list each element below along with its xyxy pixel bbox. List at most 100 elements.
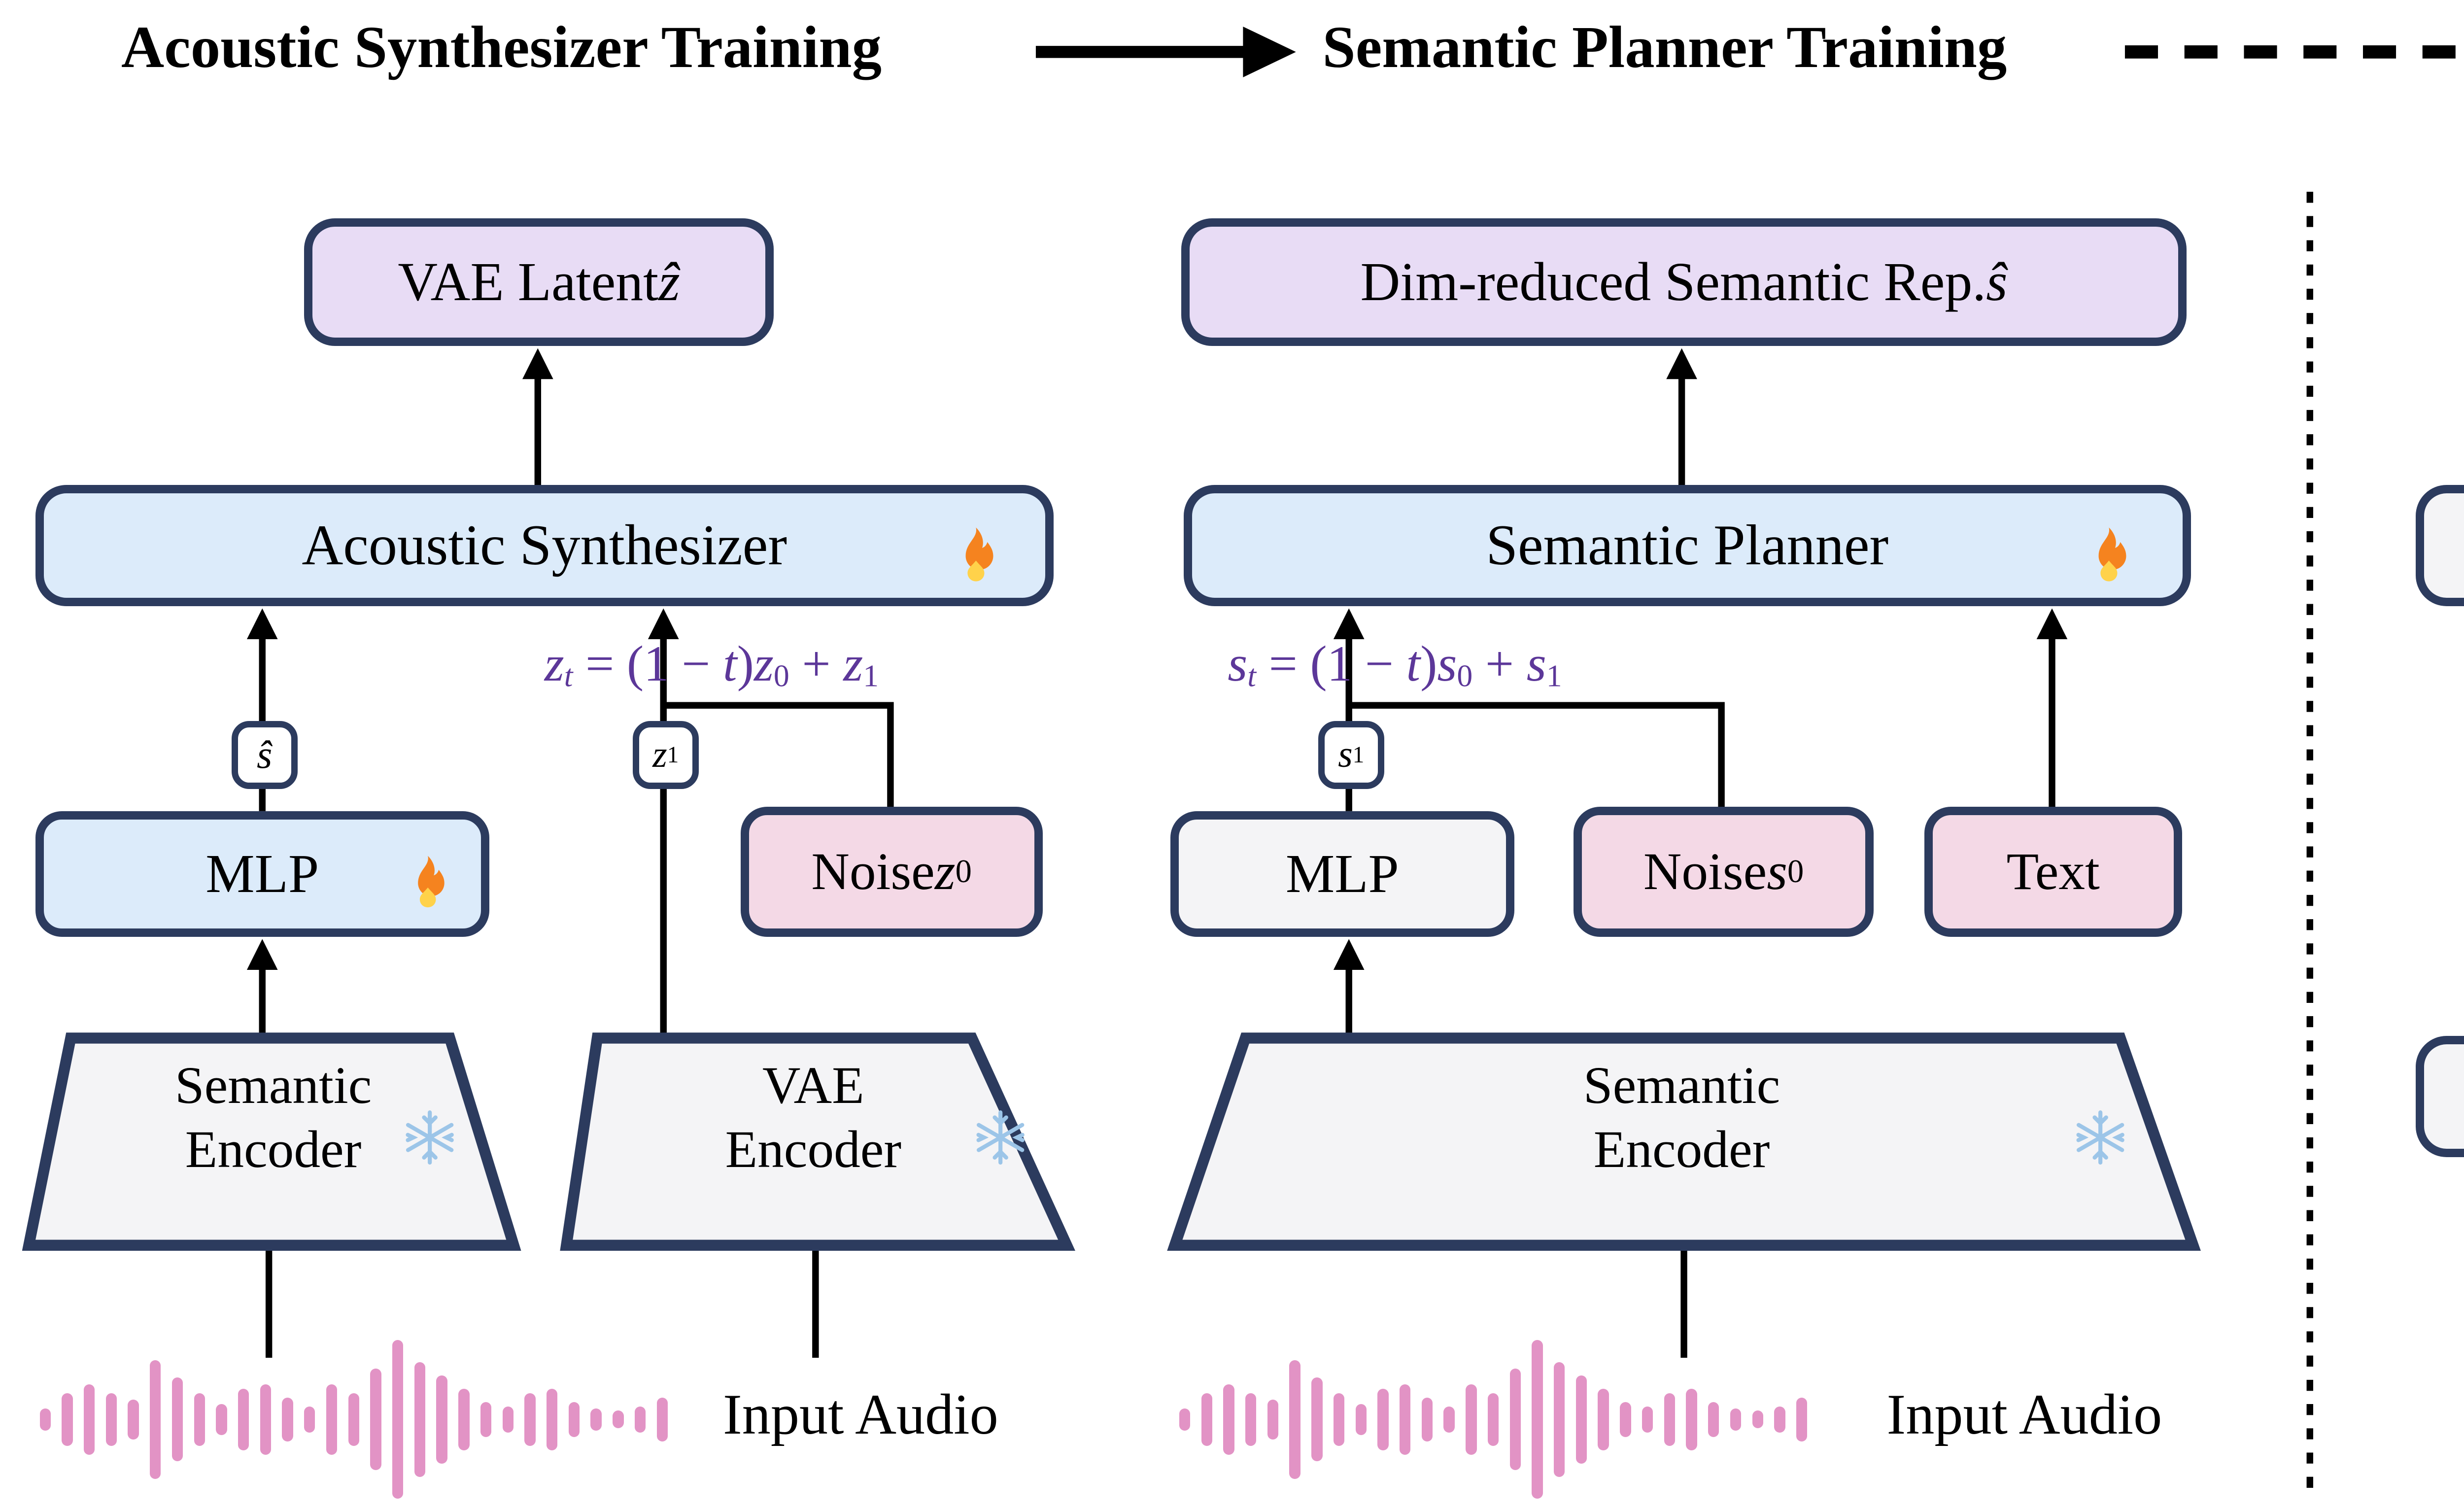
flow-formula-s: st = (1 − t)s0 + s1	[1228, 635, 1562, 694]
mlp-box-mid: MLP	[1170, 811, 1514, 937]
waveform-bar	[1575, 1375, 1587, 1464]
waveform-bar	[502, 1406, 513, 1433]
fire-icon	[404, 853, 452, 912]
arrowhead	[522, 348, 553, 379]
waveform-bar	[480, 1402, 492, 1438]
waveform-bar	[568, 1402, 580, 1438]
waveform-bar	[1443, 1406, 1455, 1433]
waveform-bar	[1642, 1406, 1653, 1433]
waveform-bar	[1311, 1377, 1323, 1462]
waveform-bar	[1400, 1384, 1411, 1455]
waveform-bar	[105, 1393, 117, 1446]
waveform-bar	[1201, 1393, 1212, 1446]
waveform-bar	[1774, 1406, 1785, 1433]
waveform-bar	[1708, 1402, 1719, 1438]
text-segment: 0	[773, 658, 789, 693]
flow-formula-z: zt = (1 − t)z0 + z1	[545, 635, 879, 694]
waveform-bar	[260, 1384, 272, 1455]
text-segment: 0	[1787, 853, 1804, 890]
snowflake-icon	[401, 1109, 458, 1166]
waveform-bar	[150, 1360, 161, 1479]
text-segment: = (1 −	[573, 636, 723, 692]
waveform-bar	[1752, 1410, 1763, 1429]
semantic-encoder-trapezoid-mid	[1167, 1032, 2201, 1251]
encoder-line2: Encoder	[1593, 1120, 1770, 1179]
waveform-bar	[62, 1393, 73, 1446]
snowflake-icon	[2072, 1109, 2129, 1166]
text-segment: +	[1472, 636, 1527, 692]
waveform-bar	[1509, 1369, 1521, 1471]
waveform-bar	[1487, 1393, 1499, 1446]
text-segment: 1	[667, 742, 679, 768]
text-segment: ŝ	[257, 732, 273, 777]
text-segment: z	[934, 842, 956, 901]
input-audio-label-left: Input Audio	[723, 1383, 998, 1447]
semantic-encoder-trapezoid-left	[22, 1032, 521, 1251]
encoder-line1: Semantic	[1583, 1056, 1780, 1115]
semantic-encoder-label-left: Semantic Encoder	[22, 1054, 525, 1181]
waveform-bar	[171, 1377, 183, 1462]
text-segment: 1	[863, 658, 879, 693]
middle-panel-arrowheads	[1333, 348, 2068, 970]
waveform-bar	[1421, 1397, 1433, 1442]
waveform-bar	[392, 1340, 404, 1499]
semantic-planner-box-right: Semantic Planner	[2415, 1036, 2464, 1158]
waveform-bar	[1466, 1384, 1477, 1455]
text-segment: Noise	[811, 842, 935, 901]
semantic-planner-box-mid: Semantic Planner	[1183, 484, 2191, 606]
text-segment: s	[1767, 842, 1787, 901]
waveform-bar	[590, 1408, 602, 1431]
text-segment: t	[564, 658, 573, 693]
encoder-line2: Encoder	[185, 1120, 362, 1179]
waveform-bar	[634, 1406, 646, 1433]
text-segment: )	[1420, 636, 1437, 692]
semantic-planner-label: Semantic Planner	[1486, 513, 1889, 577]
waveform-bar	[1245, 1393, 1257, 1446]
waveform-bar	[1267, 1400, 1279, 1440]
waveform-bar	[1355, 1404, 1367, 1435]
waveform-bar	[1730, 1408, 1742, 1431]
line-noise-z0-elbow	[663, 702, 894, 807]
left-panel-lines	[259, 377, 894, 1358]
waveform-bar	[414, 1362, 426, 1477]
encoder-line1: VAE	[762, 1056, 864, 1115]
waveform-bar	[1796, 1397, 1808, 1442]
waveform-bar	[458, 1388, 470, 1450]
text-segment: z	[652, 734, 667, 776]
text-segment: = (1 −	[1256, 636, 1406, 692]
text-segment: 1	[1352, 742, 1365, 768]
left-panel-arrowheads	[246, 348, 679, 970]
vae-encoder-label: VAE Encoder	[551, 1054, 1075, 1181]
text-segment: )	[737, 636, 754, 692]
encoder-line1: Semantic	[174, 1056, 372, 1115]
waveform-bar	[39, 1408, 51, 1431]
waveform-bar	[1664, 1393, 1675, 1446]
waveform-bar	[326, 1384, 338, 1455]
waveform-bar	[1333, 1393, 1345, 1446]
input-audio-waveform-left	[39, 1336, 668, 1503]
arrowhead	[246, 939, 278, 970]
legend-acoustic-training: Acoustic Synthesizer Training	[121, 14, 882, 80]
waveform-bar	[348, 1393, 359, 1446]
waveform-bar	[436, 1375, 447, 1464]
fire-icon	[951, 524, 1001, 586]
dim-reduced-rep-box: Dim-reduced Semantic Rep. ŝ	[1181, 218, 2187, 346]
arrowhead	[1333, 608, 1365, 640]
acoustic-synthesizer-box-left: Acoustic Synthesizer	[35, 484, 1054, 606]
waveform-bar	[1223, 1384, 1234, 1455]
text-segment: z	[753, 636, 774, 692]
mlp-label: MLP	[205, 843, 319, 904]
text-segment: z	[843, 636, 863, 692]
text-segment: t	[1247, 658, 1256, 693]
line-noise-s0-elbow	[1349, 702, 1725, 807]
input-audio-label-mid: Input Audio	[1886, 1383, 2162, 1447]
legend-solid-arrow-icon	[1036, 26, 1296, 77]
text-segment: +	[789, 636, 844, 692]
waveform-bar	[1554, 1362, 1565, 1477]
waveform-bar	[216, 1404, 227, 1435]
waveform-bar	[524, 1393, 536, 1446]
